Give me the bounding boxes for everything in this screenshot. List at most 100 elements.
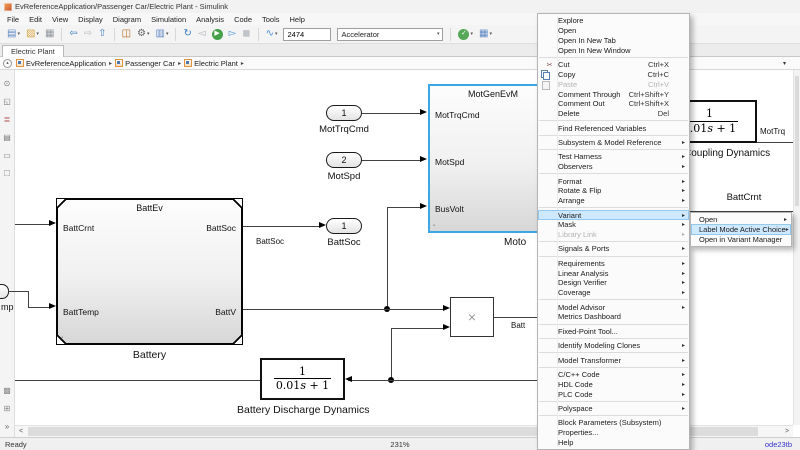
menu-edit[interactable]: Edit <box>29 14 43 24</box>
menu-item-design-verifier[interactable]: Design Verifier▸ <box>558 278 685 288</box>
submenu-item-open[interactable]: Open▸ <box>699 214 787 224</box>
viewmarks-icon[interactable]: ▩ <box>3 385 11 395</box>
outport-1-label[interactable]: BattSoc <box>327 237 361 248</box>
signal-line[interactable] <box>391 328 392 380</box>
model-explorer-icon[interactable]: ▥▾ <box>155 28 169 39</box>
inport-1[interactable]: 1 <box>326 105 362 121</box>
vertical-scrollbar-thumb[interactable] <box>795 76 799 206</box>
signal-line[interactable] <box>28 307 50 308</box>
menu-item-library-link[interactable]: Library Link▸ <box>558 230 685 240</box>
menu-item-polyspace[interactable]: Polyspace▸ <box>558 404 685 413</box>
block-name-discharge-dynamics[interactable]: Battery Discharge Dynamics <box>237 404 370 416</box>
breadcrumb-electric-plant[interactable]: Electric Plant <box>184 59 238 68</box>
menu-item-format[interactable]: Format▸ <box>558 176 685 186</box>
menu-tools[interactable]: Tools <box>262 14 280 24</box>
signal-line-mottrq[interactable] <box>757 142 800 143</box>
step-forward-icon[interactable]: ▻ <box>228 28 237 39</box>
breadcrumb-passenger-car[interactable]: Passenger Car <box>115 59 175 68</box>
up-to-parent-icon[interactable]: ⇧ <box>98 28 107 39</box>
menu-item-requirements[interactable]: Requirements▸ <box>558 258 685 268</box>
inport-2-label[interactable]: MotSpd <box>327 171 361 182</box>
menu-item-mask[interactable]: Mask▸ <box>558 220 685 230</box>
menu-item-properties[interactable]: Properties... <box>558 428 599 438</box>
open-model-icon[interactable]: ▨▾ <box>25 28 39 39</box>
menu-item-model-advisor[interactable]: Model Advisor▸ <box>558 302 685 312</box>
menu-file[interactable]: File <box>7 14 20 24</box>
menu-diagram[interactable]: Diagram <box>112 14 142 24</box>
area-box-icon[interactable]: ☐ <box>3 168 11 178</box>
simulation-mode-select[interactable]: Accelerator▾ <box>337 27 444 41</box>
signal-line[interactable] <box>15 224 50 225</box>
library-refresh-icon[interactable]: ▦▾ <box>479 28 492 39</box>
zoom-controls-icon[interactable]: ⊞ <box>3 403 11 413</box>
signal-line[interactable] <box>8 291 28 292</box>
scroll-right-icon[interactable]: > <box>784 428 790 435</box>
new-model-icon[interactable]: ▤▾ <box>7 28 20 39</box>
horizontal-scrollbar-thumb[interactable] <box>28 427 758 436</box>
signal-line-busvolt[interactable] <box>387 207 388 309</box>
menu-item-hdl-code[interactable]: HDL Code▸ <box>558 379 685 389</box>
menu-item-arrange[interactable]: Arrange▸ <box>558 196 685 206</box>
run-icon[interactable]: ▶ <box>210 26 225 42</box>
menu-item-plc-code[interactable]: PLC Code▸ <box>558 389 685 399</box>
tab-electric-plant[interactable]: Electric Plant <box>2 45 64 57</box>
block-name-coupling-dynamics[interactable]: Coupling Dynamics <box>684 148 771 159</box>
outport-1[interactable]: 1 <box>326 218 362 234</box>
submenu-item-open-in-variant-manager[interactable]: Open in Variant Manager <box>699 235 783 245</box>
signal-label-battcrnt[interactable]: BattCrnt <box>726 192 762 203</box>
motor-generator-block[interactable]: MotGenEvM MotTrqCmd MotSpd BusVolt ▪ <box>428 84 545 233</box>
simulation-data-inspector-icon[interactable]: ∿▾ <box>265 28 278 39</box>
breadcrumb-dropdown-icon[interactable]: ▾ <box>782 61 786 67</box>
menu-analysis[interactable]: Analysis <box>196 14 225 24</box>
signal-line-busvolt[interactable] <box>387 207 421 208</box>
menu-item-linear-analysis[interactable]: Linear Analysis▸ <box>558 268 685 278</box>
menu-item-find-referenced-variables[interactable]: Find Referenced Variables <box>558 123 647 133</box>
menu-help[interactable]: Help <box>289 14 305 24</box>
menu-item-c-c-code[interactable]: C/C++ Code▸ <box>558 370 685 380</box>
signal-label-mottrq[interactable]: MotTrq <box>760 127 786 136</box>
expand-palette-icon[interactable]: » <box>4 421 10 431</box>
battery-block[interactable]: BattEv BattCrnt BattTemp BattSoc BattV ▪ <box>56 198 243 345</box>
sample-time-icon[interactable]: ≣ <box>3 114 11 124</box>
menu-item-open-in-new-window[interactable]: Open In New Window <box>558 45 631 55</box>
menu-simulation[interactable]: Simulation <box>151 14 187 24</box>
annotation-note-icon[interactable]: ▭ <box>3 150 11 160</box>
step-back-icon[interactable]: ◅ <box>197 28 206 39</box>
menu-item-subsystem-model-reference[interactable]: Subsystem & Model Reference▸ <box>558 137 685 147</box>
menu-item-open-in-new-tab[interactable]: Open In New Tab <box>558 35 616 45</box>
menu-item-explore[interactable]: Explore <box>558 16 584 26</box>
navigate-up-button[interactable]: ▴ <box>3 58 12 68</box>
signal-line-motspd[interactable] <box>362 160 421 161</box>
menu-item-fixed-point-tool[interactable]: Fixed-Point Tool... <box>558 326 618 336</box>
menu-view[interactable]: View <box>52 14 69 24</box>
menu-item-help[interactable]: Help <box>558 437 574 447</box>
fast-restart-icon[interactable]: ↻ <box>183 28 192 39</box>
update-diagram-icon[interactable]: ✓▾ <box>456 26 475 42</box>
model-config-icon[interactable]: ⚙▾ <box>137 28 150 39</box>
menu-item-coverage[interactable]: Coverage▸ <box>558 288 685 298</box>
signal-line-battcrnt[interactable] <box>660 211 800 212</box>
signal-line-battv[interactable] <box>243 309 444 310</box>
signal-line[interactable] <box>15 380 260 381</box>
vertical-scrollbar[interactable] <box>793 70 800 425</box>
menu-item-model-transformer[interactable]: Model Transformer▸ <box>558 355 685 365</box>
product-block[interactable]: × <box>450 297 494 337</box>
menu-item-identify-modeling-clones[interactable]: Identify Modeling Clones▸ <box>558 341 685 351</box>
signal-label-battpwr[interactable]: Batt <box>511 321 526 330</box>
menu-code[interactable]: Code <box>234 14 252 24</box>
block-name-battery[interactable]: Battery <box>132 349 167 361</box>
menu-item-open[interactable]: Open <box>558 26 577 36</box>
save-model-icon[interactable]: ▦ <box>44 28 55 39</box>
signal-line-battsoc[interactable] <box>243 226 320 227</box>
menu-item-metrics-dashboard[interactable]: Metrics Dashboard <box>558 312 621 322</box>
signal-line[interactable] <box>391 328 444 329</box>
signal-label-battsoc[interactable]: BattSoc <box>256 237 285 246</box>
menu-item-signals-ports[interactable]: Signals & Ports▸ <box>558 244 685 254</box>
signal-line[interactable] <box>28 291 29 308</box>
stop-icon[interactable]: ◼ <box>242 28 251 39</box>
signal-line-battpwr[interactable] <box>494 317 537 318</box>
